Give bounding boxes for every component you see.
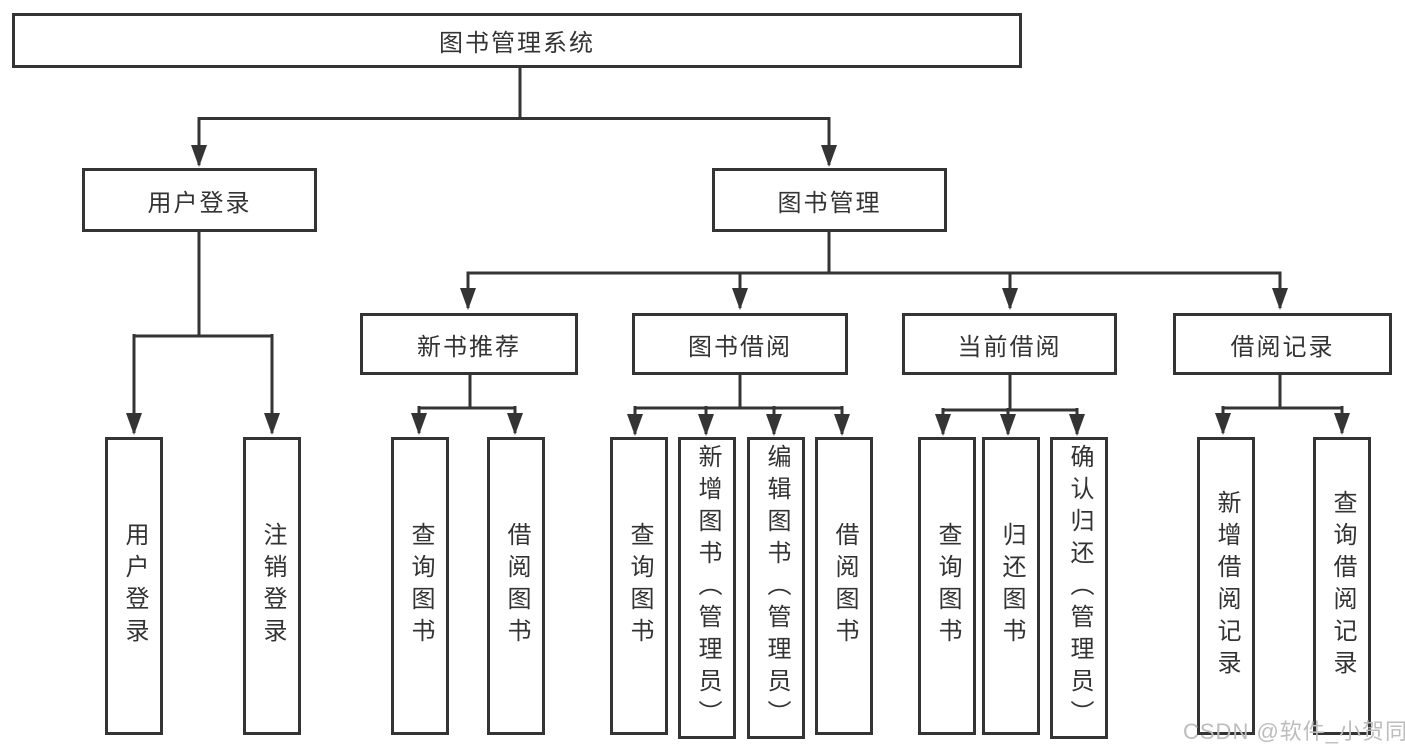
- node-leaf-query-books-0: 查询图书: [391, 437, 449, 735]
- node-leaf-confirm-return-admin: 确认归还（管理员）: [1050, 437, 1108, 739]
- node-leaf-user-login: 用户登录: [105, 437, 163, 735]
- node-leaf-add-borrow-record: 新增借阅记录: [1197, 437, 1255, 735]
- node-leaf-logout: 注销登录: [243, 437, 301, 735]
- connector-user-login: [126, 231, 280, 435]
- connector-root: [191, 68, 837, 167]
- node-leaf-query-borrow-record: 查询借阅记录: [1313, 437, 1371, 735]
- node-section-book-borrow: 图书借阅: [632, 313, 848, 375]
- node-leaf-return-books: 归还图书: [982, 437, 1040, 735]
- connector-section-3: [1215, 374, 1350, 435]
- node-leaf-query-books-2: 查询图书: [918, 437, 976, 735]
- node-section-new-books: 新书推荐: [360, 313, 578, 375]
- csdn-watermark: CSDN @软件_小贺同学: [1183, 719, 1405, 744]
- node-leaf-edit-books-admin: 编辑图书（管理员）: [747, 437, 805, 739]
- node-leaf-add-books-admin: 新增图书（管理员）: [678, 437, 736, 739]
- node-root: 图书管理系统: [12, 13, 1022, 68]
- node-book-mgmt: 图书管理: [712, 168, 947, 232]
- connector-section-1: [627, 374, 850, 436]
- node-user-login: 用户登录: [82, 168, 317, 232]
- node-leaf-borrow-books-1: 借阅图书: [815, 437, 873, 735]
- node-section-borrow-records: 借阅记录: [1173, 313, 1392, 375]
- node-section-current-borrow: 当前借阅: [902, 313, 1117, 375]
- connector-section-0: [411, 374, 523, 435]
- node-leaf-borrow-books-0: 借阅图书: [487, 437, 545, 735]
- connector-book-mgmt: [460, 231, 1288, 310]
- node-leaf-query-books-1: 查询图书: [610, 437, 668, 735]
- connector-section-2: [935, 374, 1085, 436]
